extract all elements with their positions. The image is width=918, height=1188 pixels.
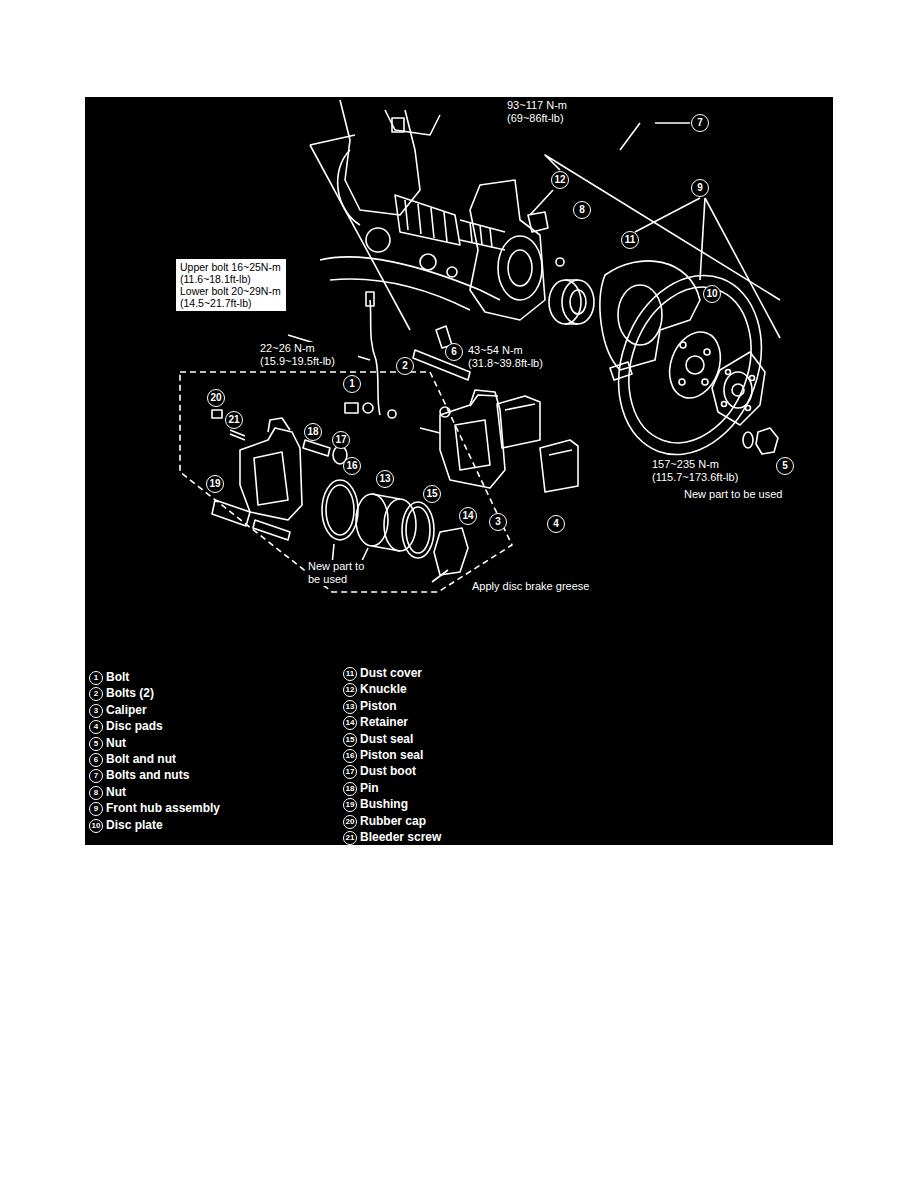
part-name: Dust seal bbox=[360, 732, 413, 746]
part-number: 13 bbox=[343, 700, 357, 714]
part-name: Bleeder screw bbox=[360, 830, 441, 844]
part-name: Nut bbox=[106, 736, 126, 750]
part-name: Knuckle bbox=[360, 682, 407, 696]
part-name: Pin bbox=[360, 781, 379, 795]
callout-number: 4 bbox=[547, 515, 565, 533]
part-number: 8 bbox=[89, 786, 103, 800]
part-name: Bushing bbox=[360, 797, 408, 811]
torque-note-text: Upper bolt 16~25N-m (11.6~18.1ft-lb) bbox=[180, 261, 282, 285]
part-name: Disc pads bbox=[106, 719, 163, 733]
callout-number: 8 bbox=[573, 201, 591, 219]
callout-number: 19 bbox=[206, 475, 224, 493]
torque-spec: 22~26 N-m (15.9~19.5ft-lb) bbox=[258, 342, 358, 368]
callout-number: 10 bbox=[703, 285, 721, 303]
part-number: 3 bbox=[89, 704, 103, 718]
callout-number: 1 bbox=[343, 375, 361, 393]
note-text: Apply disc brake greese bbox=[470, 580, 591, 593]
part-name: Disc plate bbox=[106, 818, 163, 832]
part-number: 5 bbox=[89, 737, 103, 751]
part-name: Caliper bbox=[106, 703, 147, 717]
part-number: 20 bbox=[343, 815, 357, 829]
part-name: Bolt and nut bbox=[106, 752, 176, 766]
part-number: 21 bbox=[343, 831, 357, 845]
part-name: Bolts and nuts bbox=[106, 768, 189, 782]
callout-number: 6 bbox=[445, 343, 463, 361]
part-name: Piston bbox=[360, 699, 397, 713]
callout-number: 16 bbox=[343, 457, 361, 475]
callout-number: 9 bbox=[691, 179, 709, 197]
part-number: 1 bbox=[89, 671, 103, 685]
callout-number: 21 bbox=[225, 411, 243, 429]
torque-spec: 43~54 N-m (31.8~39.8ft-lb) bbox=[466, 344, 570, 370]
callout-number: 18 bbox=[304, 423, 322, 441]
part-name: Dust cover bbox=[360, 666, 422, 680]
part-name: Piston seal bbox=[360, 748, 423, 762]
part-number: 11 bbox=[343, 667, 357, 681]
torque-spec: 93~117 N-m (69~86ft-lb) bbox=[505, 99, 609, 125]
part-name: Dust boot bbox=[360, 764, 416, 778]
part-name: Nut bbox=[106, 785, 126, 799]
part-name: Bolt bbox=[106, 670, 129, 684]
callout-number: 5 bbox=[776, 457, 794, 475]
part-name: Bolts (2) bbox=[106, 686, 154, 700]
torque-spec: New part to be used bbox=[306, 560, 372, 586]
part-number: 18 bbox=[343, 782, 357, 796]
part-name: Rubber cap bbox=[360, 814, 426, 828]
torque-note-box: Upper bolt 16~25N-m (11.6~18.1ft-lb)Lowe… bbox=[175, 258, 287, 312]
callout-number: 11 bbox=[621, 231, 639, 249]
part-number: 10 bbox=[89, 819, 103, 833]
callout-number: 13 bbox=[376, 470, 394, 488]
part-name: Front hub assembly bbox=[106, 801, 220, 815]
callout-number: 7 bbox=[691, 114, 709, 132]
callout-number: 15 bbox=[423, 485, 441, 503]
part-number: 6 bbox=[89, 753, 103, 767]
callout-number: 12 bbox=[551, 171, 569, 189]
part-number: 15 bbox=[343, 733, 357, 747]
part-name: Retainer bbox=[360, 715, 408, 729]
part-number: 16 bbox=[343, 749, 357, 763]
callout-number: 3 bbox=[489, 513, 507, 531]
note-text: New part to be used bbox=[682, 488, 784, 501]
callout-number: 17 bbox=[332, 431, 350, 449]
torque-note-text: Lower bolt 20~29N-m (14.5~21.7ft-lb) bbox=[180, 285, 282, 309]
callout-number: 20 bbox=[207, 389, 225, 407]
callout-number: 14 bbox=[459, 507, 477, 525]
callout-number: 2 bbox=[396, 357, 414, 375]
torque-spec: 157~235 N-m (115.7~173.6ft-lb) bbox=[650, 458, 764, 484]
